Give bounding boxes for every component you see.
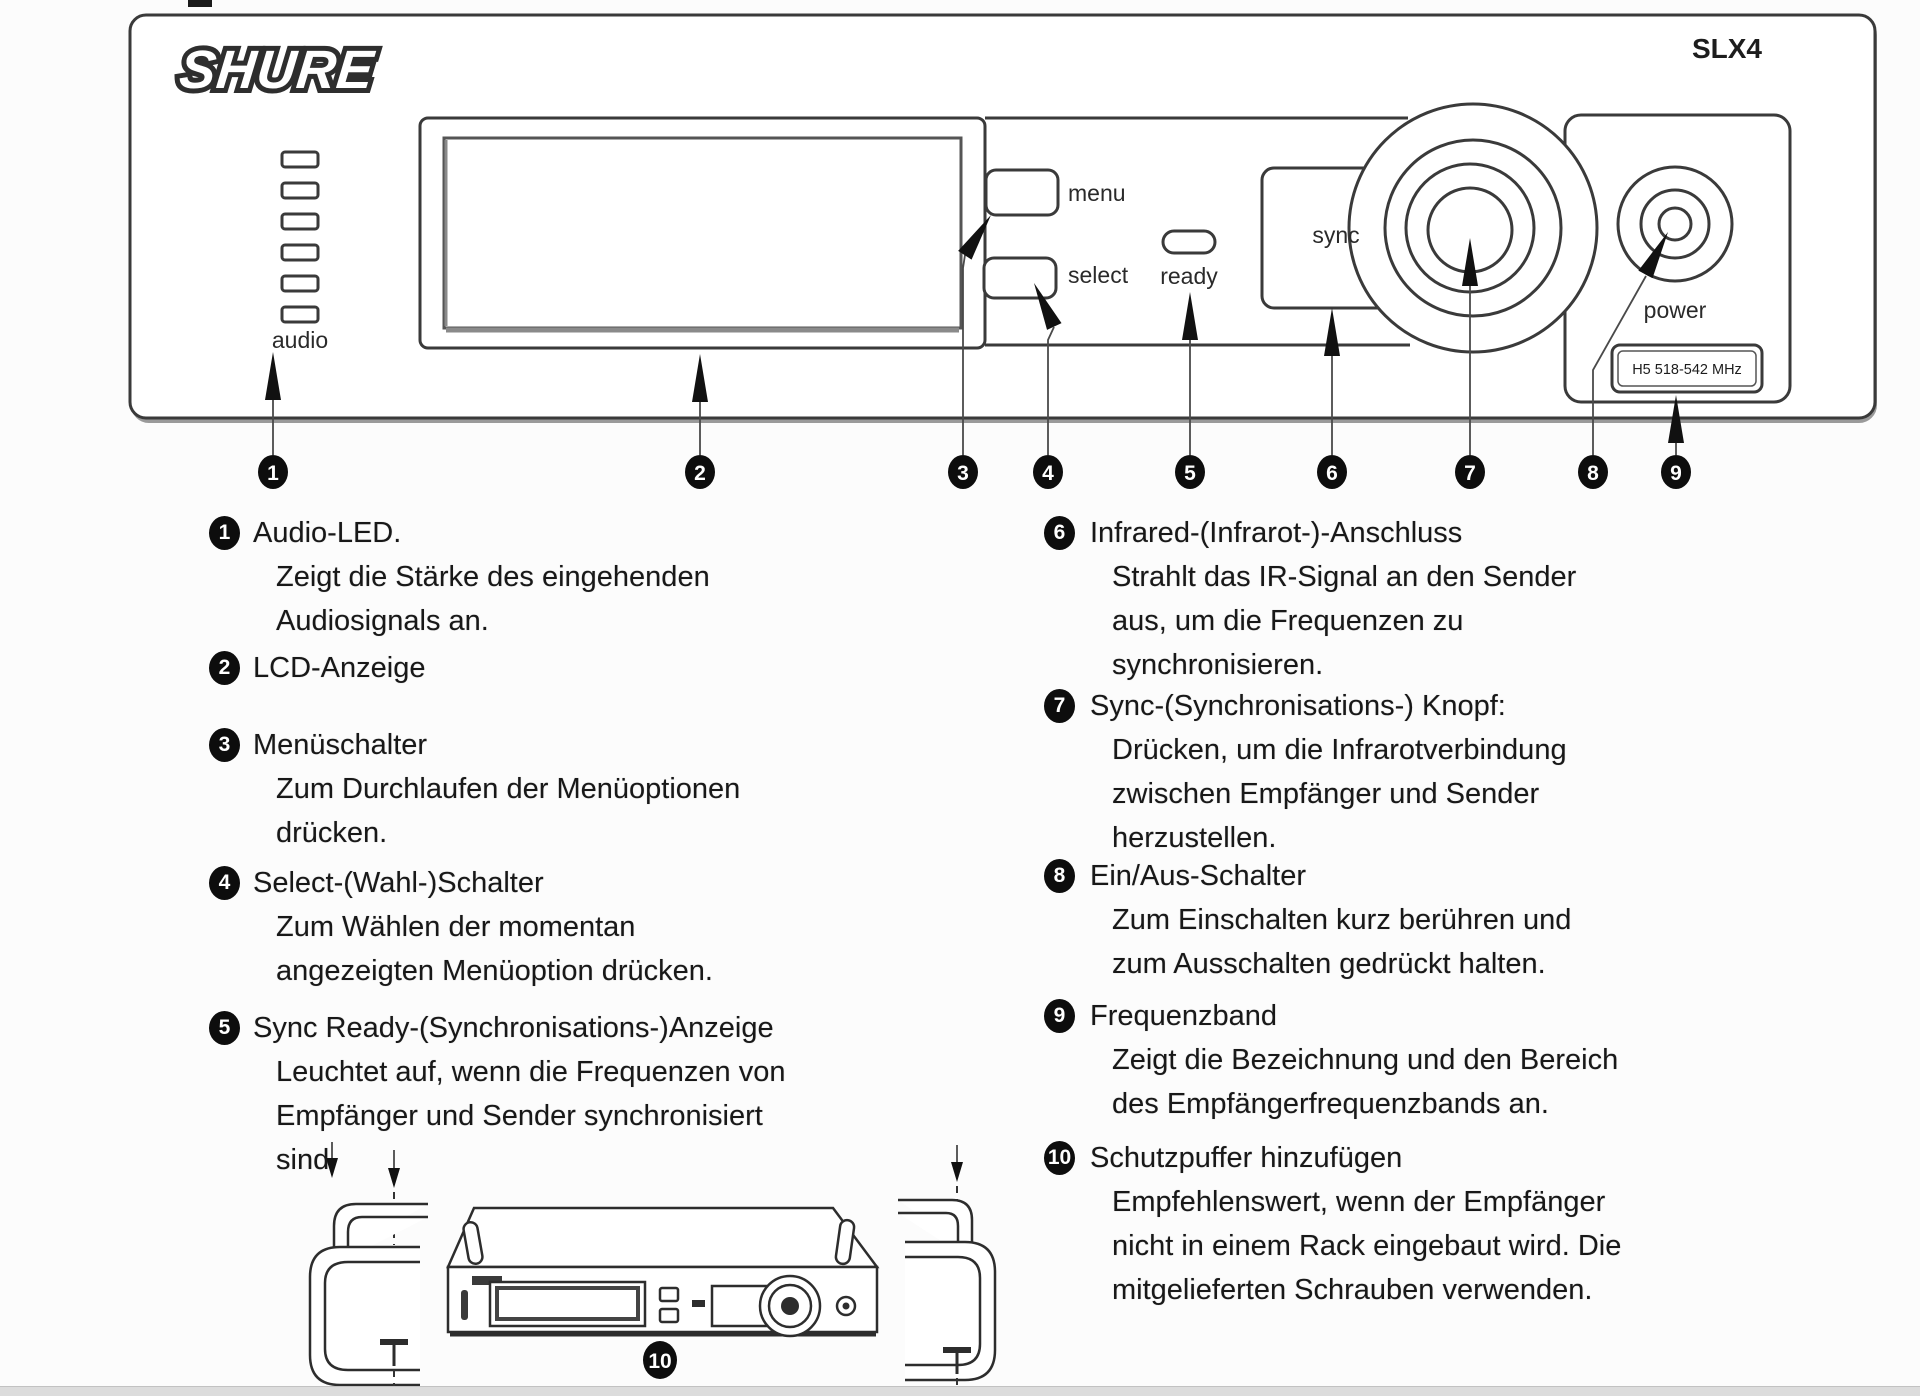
callout-badge: 4 [209, 866, 240, 900]
svg-text:3: 3 [957, 462, 969, 485]
svg-text:6: 6 [1326, 462, 1338, 485]
svg-text:5: 5 [1184, 462, 1196, 485]
legend-desc-line: Zeigt die Stärke des eingehenden [276, 561, 710, 593]
svg-text:SHURE: SHURE [177, 40, 378, 100]
legend-desc-line: zum Ausschalten gedrückt halten. [1112, 948, 1546, 980]
legend-item-4: 4 Select-(Wahl-)Schalter Zum Wählen der … [209, 861, 713, 993]
svg-text:8: 8 [1587, 462, 1599, 485]
lcd-display [418, 116, 987, 350]
select-button [982, 256, 1058, 300]
power-label: power [1644, 297, 1707, 323]
legend-item-7: 7 Sync-(Synchronisations-) Knopf: Drücke… [1044, 684, 1567, 860]
legend-title: Sync Ready-(Synchronisations-)Anzeige [253, 1012, 774, 1044]
audio-led-meter [280, 150, 320, 324]
legend-item-6: 6 Infrared-(Infrarot-)-Anschluss Strahlt… [1044, 511, 1576, 687]
legend-desc-line: Leuchtet auf, wenn die Frequenzen von [276, 1056, 786, 1088]
svg-text:10: 10 [648, 1350, 671, 1373]
legend-item-3: 3 Menüschalter Zum Durchlaufen der Menüo… [209, 723, 740, 855]
callout-badge: 6 [1044, 516, 1075, 550]
legend-desc-line: synchronisieren. [1112, 649, 1324, 681]
legend-desc-line: drücken. [276, 817, 388, 849]
power-button [1616, 165, 1734, 283]
callout-leader-lines [265, 215, 1684, 455]
legend-desc-line: Strahlt das IR-Signal an den Sender [1112, 561, 1577, 593]
svg-text:2: 2 [694, 462, 706, 485]
legend-title: Select-(Wahl-)Schalter [253, 867, 544, 899]
svg-text:7: 7 [1464, 462, 1476, 485]
legend-desc-line: Empfehlenswert, wenn der Empfänger [1112, 1186, 1606, 1218]
scan-artifact [188, 0, 212, 7]
legend-item-10: 10 Schutzpuffer hinzufügen Empfehlenswer… [1044, 1136, 1621, 1312]
legend-desc-line: des Empfängerfrequenzbands an. [1112, 1088, 1549, 1120]
callout-badge: 9 [1044, 999, 1075, 1033]
band-label: H5 518-542 MHz [1632, 362, 1742, 378]
svg-text:SHURE: SHURE [177, 40, 378, 100]
legend-desc-line: herzustellen. [1112, 822, 1277, 854]
svg-text:9: 9 [1670, 462, 1682, 485]
legend-title: Infrared-(Infrarot-)-Anschluss [1090, 517, 1463, 549]
shure-logo: SHURE SHURE [172, 35, 383, 105]
sync-knob-infrared-port [1347, 102, 1599, 354]
legend-item-1: 1 Audio-LED. Zeigt die Stärke des eingeh… [209, 511, 710, 643]
callout-badge: 8 [1044, 859, 1075, 893]
page-bottom-edge [0, 1386, 1920, 1396]
legend-title: Schutzpuffer hinzufügen [1090, 1142, 1403, 1174]
model-label: SLX4 [1692, 33, 1762, 64]
svg-text:1: 1 [267, 462, 279, 485]
legend-desc-line: Zum Durchlaufen der Menüoptionen [276, 773, 741, 805]
legend-desc-line: Zum Wählen der momentan [276, 911, 636, 943]
legend-item-9: 9 Frequenzband Zeigt die Bezeichnung und… [1044, 994, 1618, 1126]
legend-title: Ein/Aus-Schalter [1090, 860, 1306, 892]
sync-label: sync [1312, 222, 1359, 248]
legend-desc-line: nicht in einem Rack eingebaut wird. Die [1112, 1230, 1622, 1262]
bumper-installation-drawing: 10 [308, 1142, 997, 1396]
callout-badge: 3 [209, 728, 240, 762]
frequency-band-box: H5 518-542 MHz [1610, 343, 1764, 394]
callout-badge: 10 [1044, 1141, 1075, 1175]
legend-desc-line: Drücken, um die Infrarotverbindung [1112, 734, 1567, 766]
legend-desc-line: zwischen Empfänger und Sender [1112, 778, 1540, 810]
callout-badge: 7 [1044, 689, 1075, 723]
legend-desc-line: Audiosignals an. [276, 605, 489, 637]
svg-text:4: 4 [1042, 462, 1054, 485]
ready-label: ready [1160, 263, 1218, 289]
legend-desc-line: angezeigten Menüoption drücken. [276, 955, 713, 987]
callout-badge: 2 [209, 651, 240, 685]
legend-item-8: 8 Ein/Aus-Schalter Zum Einschalten kurz … [1044, 854, 1571, 986]
legend-desc-line: Empfänger und Sender synchronisiert [276, 1100, 763, 1132]
legend-item-5: 5 Sync Ready-(Synchronisations-)Anzeige … [209, 1006, 785, 1182]
menu-button [984, 168, 1060, 217]
legend-title: Audio-LED. [253, 517, 402, 549]
legend-title: LCD-Anzeige [253, 652, 426, 684]
callout-badge: 1 [209, 516, 240, 550]
diagram-callout-balloons: 1 2 3 4 5 6 7 8 9 [258, 455, 1691, 489]
legend-title: Frequenzband [1090, 1000, 1278, 1032]
callout-badge: 5 [209, 1011, 240, 1045]
select-label: select [1068, 262, 1129, 288]
legend-desc-line: sind [276, 1144, 330, 1176]
legend-desc-line: Zeigt die Bezeichnung und den Bereich [1112, 1044, 1619, 1076]
legend-desc-line: mitgelieferten Schrauben verwenden. [1112, 1274, 1593, 1306]
audio-label: audio [272, 327, 328, 353]
ready-indicator [1161, 229, 1217, 255]
legend-title: Sync-(Synchronisations-) Knopf: [1090, 690, 1506, 722]
legend-desc-line: aus, um die Frequenzen zu [1112, 605, 1464, 637]
legend-title: Menüschalter [253, 729, 428, 761]
menu-label: menu [1068, 180, 1126, 206]
legend-item-2: 2 LCD-Anzeige [209, 646, 425, 690]
bottom-callout-balloon [643, 1341, 677, 1379]
legend-desc-line: Zum Einschalten kurz berühren und [1112, 904, 1572, 936]
